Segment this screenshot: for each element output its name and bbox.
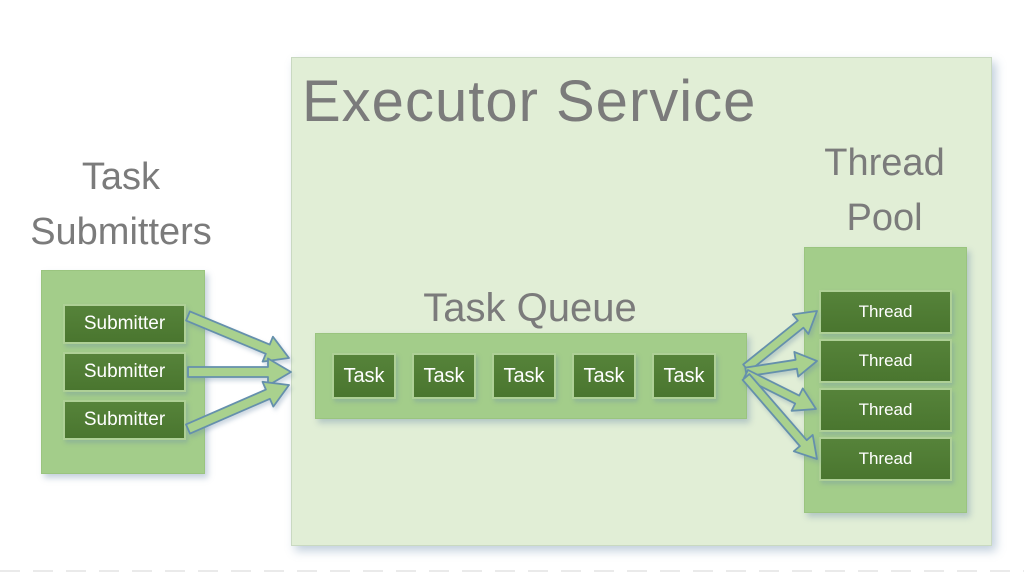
bottom-dashed-line	[0, 570, 1024, 572]
submitter-box: Submitter	[63, 304, 186, 344]
executor-service-title: Executor Service	[302, 69, 757, 134]
task-box: Task	[492, 353, 556, 399]
thread-box: Thread	[819, 437, 952, 481]
thread-box: Thread	[819, 339, 952, 383]
task-submitters-title: Task Submitters	[30, 156, 212, 254]
task-box: Task	[332, 353, 396, 399]
task-queue-title: Task Queue	[423, 286, 637, 330]
thread-box: Thread	[819, 290, 952, 334]
task-box: Task	[572, 353, 636, 399]
task-queue-items: Task Task Task Task Task	[316, 334, 746, 418]
task-queue-bar: Task Task Task Task Task	[315, 333, 747, 419]
thread-box: Thread	[819, 388, 952, 432]
thread-pool-title: Thread Pool	[824, 142, 945, 240]
thread-pool-container: Thread Thread Thread Thread	[804, 247, 967, 513]
task-box: Task	[652, 353, 716, 399]
task-submitters-container: Submitter Submitter Submitter	[41, 270, 205, 474]
submitter-box: Submitter	[63, 352, 186, 392]
task-box: Task	[412, 353, 476, 399]
submitter-box: Submitter	[63, 400, 186, 440]
